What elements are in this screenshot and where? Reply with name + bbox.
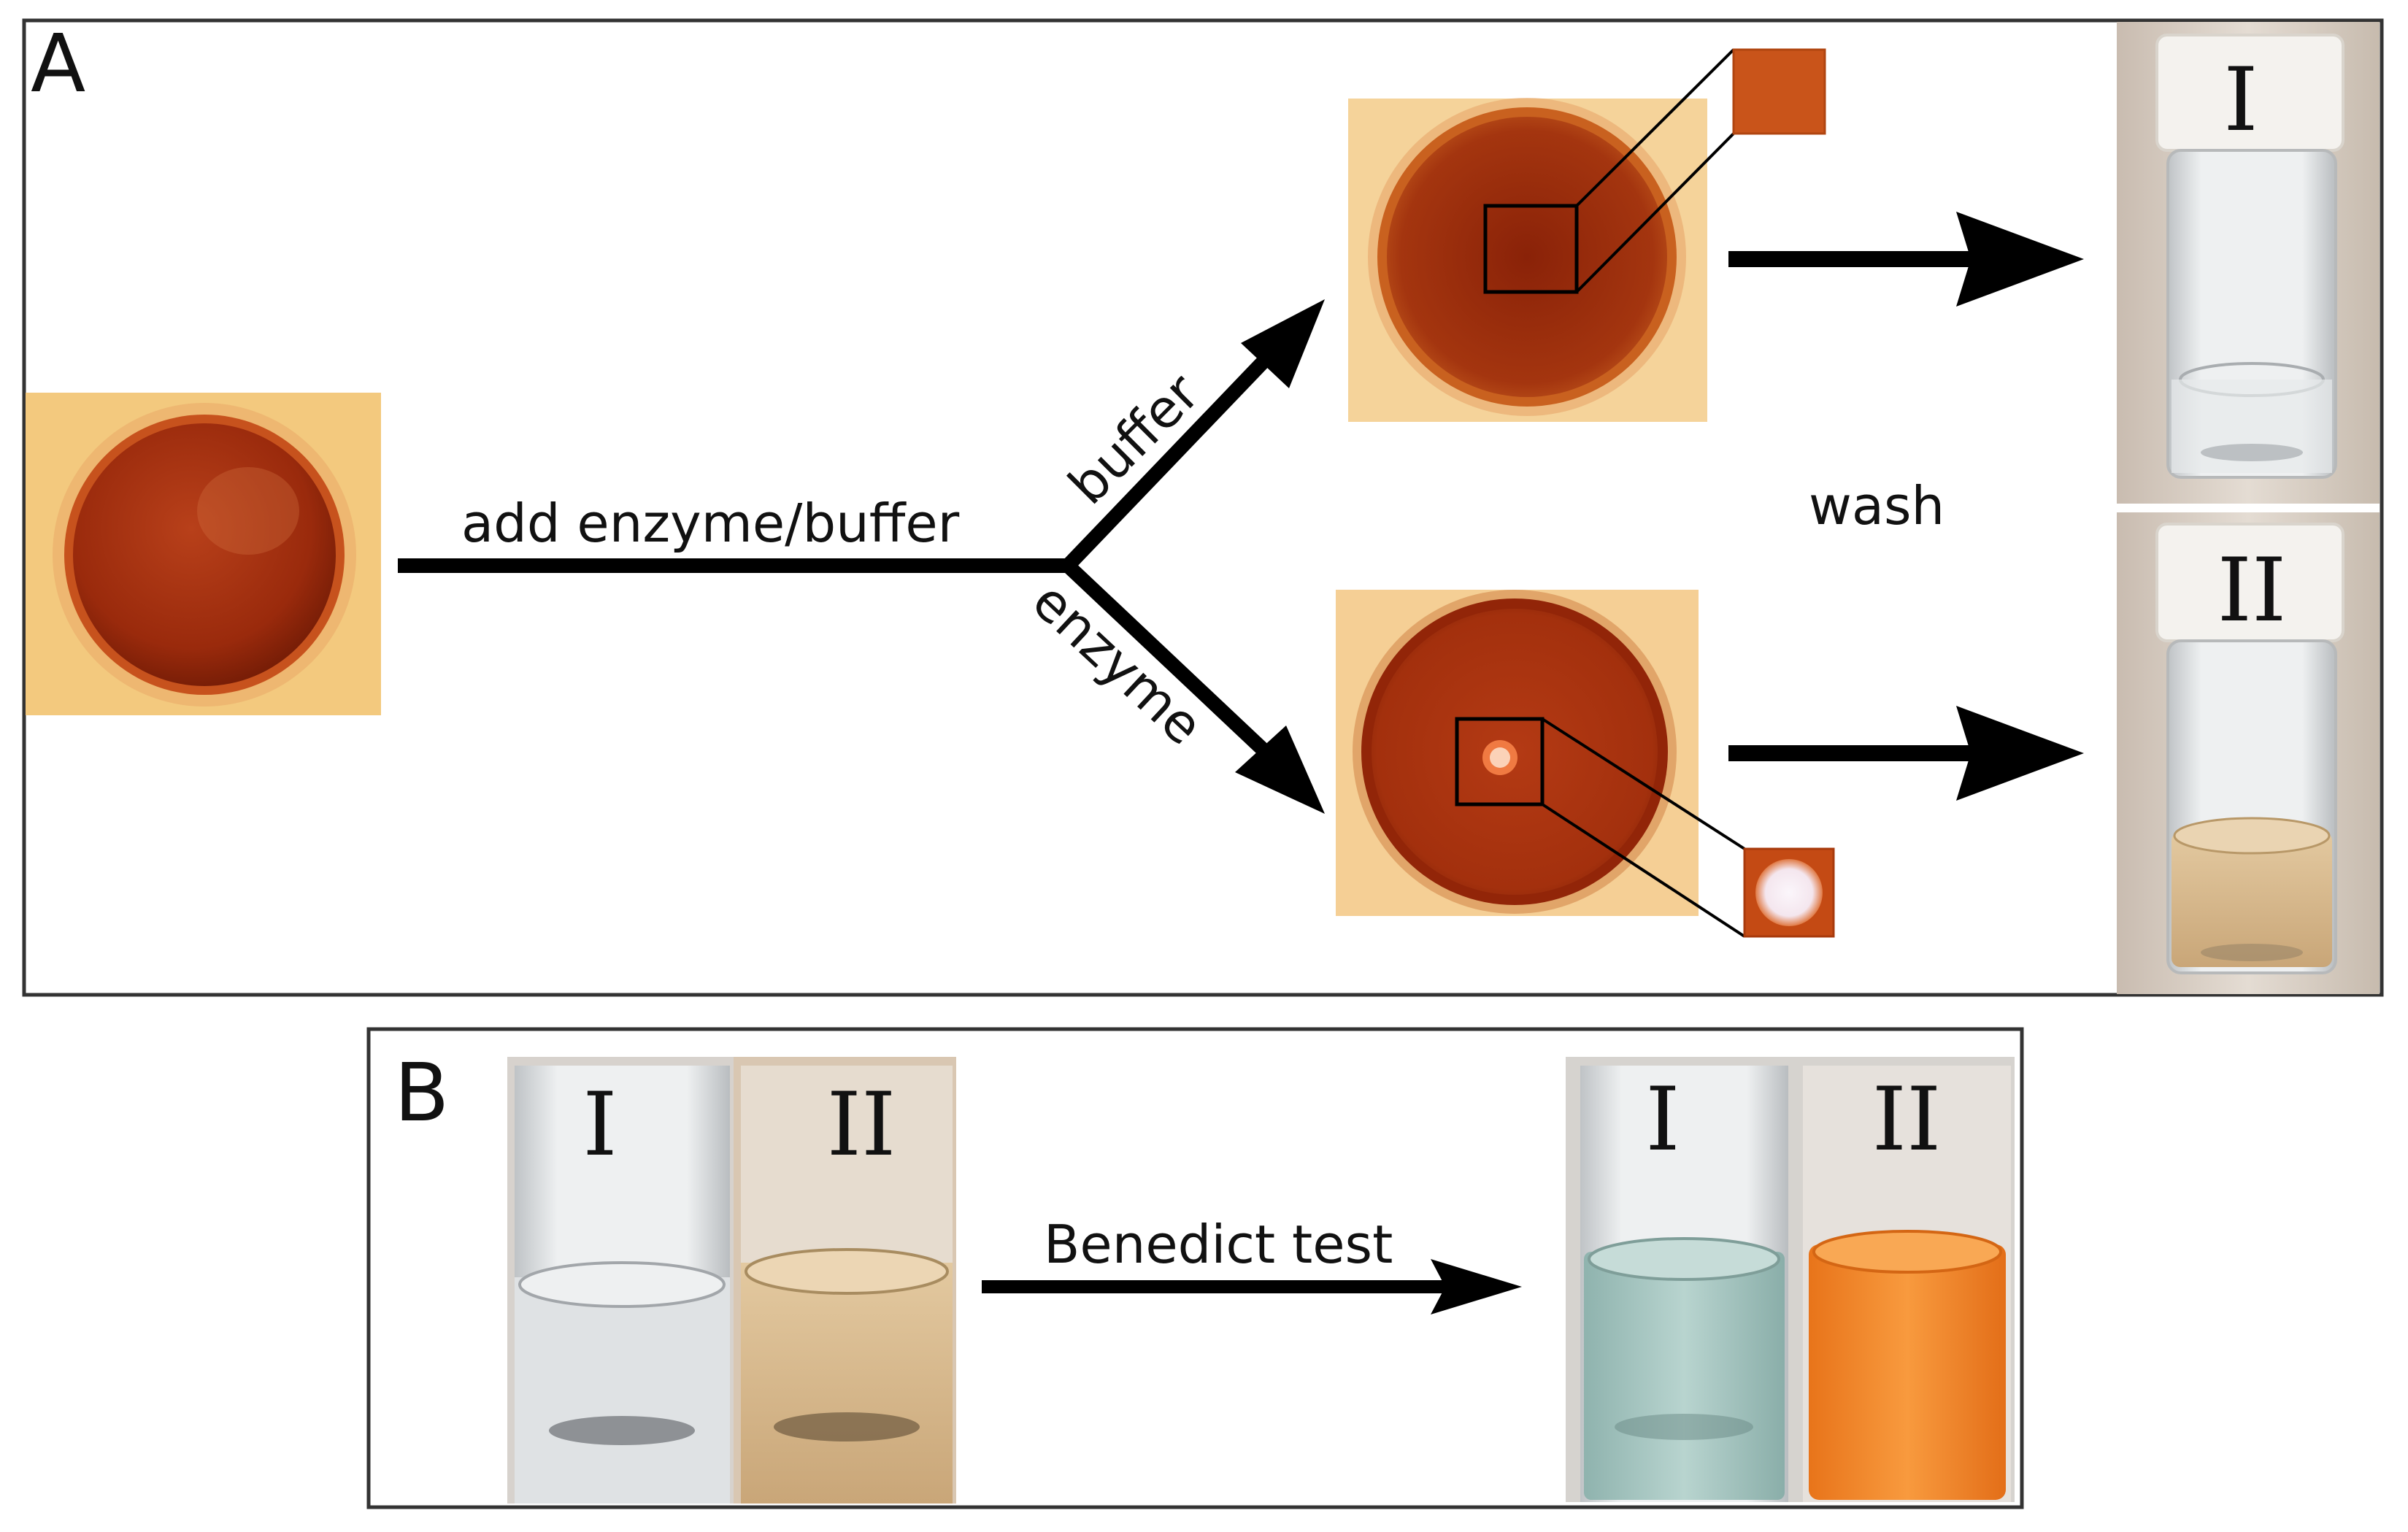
enzyme-plate-photo [1336,590,1699,916]
buffer-zoom-line-top [1575,48,1735,207]
panel-b: B I II Benedict test [366,1027,2024,1509]
enzyme-zoom-inset [1743,847,1835,938]
wash-arrow-bottom-head [1956,706,2084,801]
wash-arrow-top-head [1956,212,2084,307]
buffer-arrowhead [1241,299,1325,388]
enzyme-branch-arrow [1063,560,1290,776]
panel-a: A add enzyme/buffer buffer enzyme [22,17,2384,997]
starting-agar-plate-photo [26,393,381,715]
before-benedict-photo [507,1057,956,1504]
before-vial-ii-label: II [827,1074,896,1176]
add-enzyme-buffer-label: add enzyme/buffer [461,493,960,554]
buffer-zoom-box [1483,204,1579,294]
after-benedict-photo [1566,1057,2015,1502]
enzyme-arrowhead [1235,725,1325,814]
panel-a-frame [22,18,2384,997]
vial-i-photo [2117,22,2380,504]
buffer-zoom-inset [1732,48,1826,135]
after-vial-i-label: I [1645,1069,1680,1171]
vial-i-label: I [2223,50,2258,151]
vial-ii-photo [2117,512,2380,994]
panel-a-label: A [31,17,85,110]
panel-b-label: B [394,1046,449,1139]
before-vial-i-label: I [582,1074,617,1176]
after-vial-ii-label: II [1872,1069,1942,1171]
enzyme-branch-label: enzyme [1020,570,1215,757]
panel-b-frame [366,1027,2024,1509]
wash-label: wash [1809,475,1945,536]
enzyme-zoom-box [1455,717,1545,807]
enzyme-zoom-line-bottom [1541,803,1746,938]
buffer-branch-arrow [1062,334,1290,571]
enzyme-zoom-line-top [1541,717,1746,850]
buffer-zoom-line-bottom [1575,132,1735,293]
buffer-plate-photo [1348,98,1707,422]
vial-ii-label: II [2217,540,2287,642]
benedict-arrowhead [1431,1259,1522,1314]
benedict-test-label: Benedict test [1044,1214,1393,1275]
